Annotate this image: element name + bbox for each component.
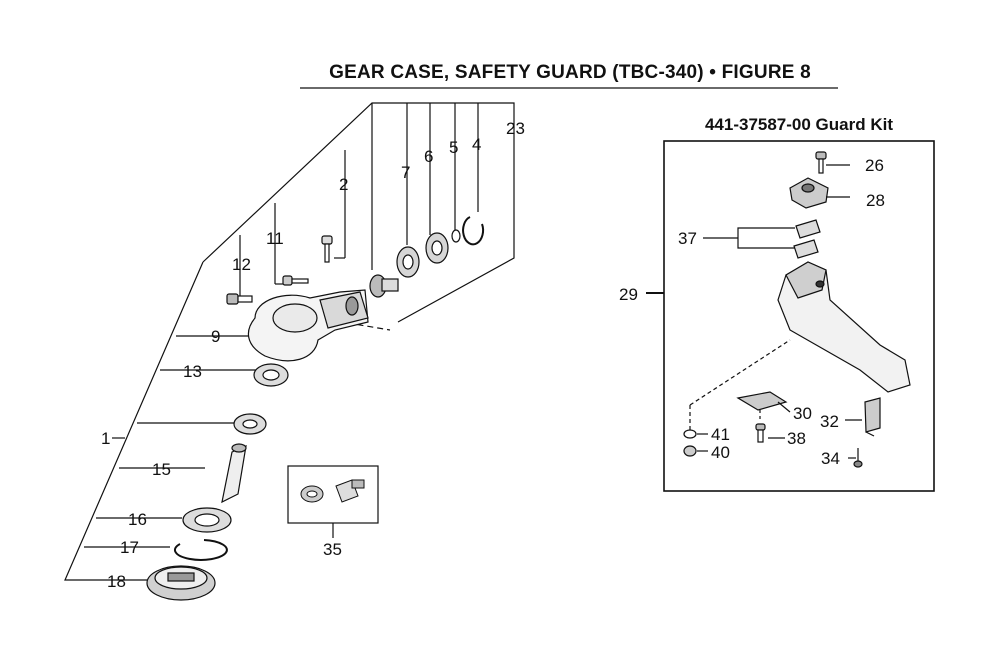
callout-15: 15	[152, 460, 171, 479]
nut-41-icon	[683, 429, 697, 439]
callout-30: 30	[793, 404, 812, 423]
callout-35: 35	[323, 540, 342, 559]
callout-7: 7	[401, 163, 410, 182]
guard-29-icon	[777, 261, 911, 393]
callout-12: 12	[232, 255, 251, 274]
callout-5: 5	[449, 138, 458, 157]
callout-2: 2	[339, 175, 348, 194]
callout-26: 26	[865, 156, 884, 175]
nut-40-icon	[683, 445, 697, 457]
snap-ring-17-icon	[173, 539, 228, 561]
bearing-13-icon	[253, 363, 289, 387]
callout-23: 23	[506, 119, 525, 138]
page-title: GEAR CASE, SAFETY GUARD (TBC-340) • FIGU…	[329, 62, 811, 83]
bearing-7-icon	[396, 246, 420, 278]
clamp-28-icon	[789, 177, 829, 209]
seal-icon	[233, 413, 267, 435]
screw-34-icon	[853, 448, 863, 468]
callout-40: 40	[711, 443, 730, 462]
callout-13: 13	[183, 362, 202, 381]
assembly-bracket-lines	[64, 102, 515, 581]
snap-ring-4-icon	[462, 216, 485, 246]
callout-1: 1	[101, 429, 110, 448]
callout-17: 17	[120, 538, 139, 557]
callout-4: 4	[472, 135, 481, 154]
callout-11: 11	[266, 229, 284, 248]
gear-case-9-icon	[247, 289, 369, 362]
bearing-16-icon	[182, 507, 232, 533]
cover-18-icon	[146, 565, 216, 601]
callout-9: 9	[211, 327, 220, 346]
callout-41: 41	[711, 425, 730, 444]
bracket-32-icon	[864, 397, 881, 437]
callout-labels: 23 4 5 6 7 2 11 12 9 13 1 15 16 17 18 35…	[101, 119, 885, 591]
plate-30-icon	[736, 391, 788, 411]
clip-37-icon	[793, 219, 821, 259]
screw-26-icon	[815, 151, 827, 174]
washer-5-icon	[451, 229, 461, 243]
bolt-12-icon	[226, 293, 253, 305]
part-35-box	[287, 465, 379, 538]
screw-2-icon	[321, 235, 333, 263]
callout-32: 32	[820, 412, 839, 431]
guard-kit-leader-lines	[689, 164, 862, 459]
screw-38-icon	[755, 423, 766, 443]
callout-37: 37	[678, 229, 697, 248]
callout-18: 18	[107, 572, 126, 591]
callout-16: 16	[128, 510, 147, 529]
guard-kit-title: 441-37587-00 Guard Kit	[704, 115, 894, 134]
callout-28: 28	[866, 191, 885, 210]
bearing-6-icon	[425, 232, 449, 264]
callout-6: 6	[424, 147, 433, 166]
guard-kit-parts	[683, 151, 911, 468]
callout-34: 34	[821, 449, 840, 468]
shaft-15-icon	[221, 443, 247, 504]
screw-11-icon	[282, 275, 309, 286]
callout-29: 29	[619, 285, 638, 304]
pinion-gear-icon	[369, 274, 399, 298]
left-parts	[146, 216, 485, 601]
callout-38: 38	[787, 429, 806, 448]
